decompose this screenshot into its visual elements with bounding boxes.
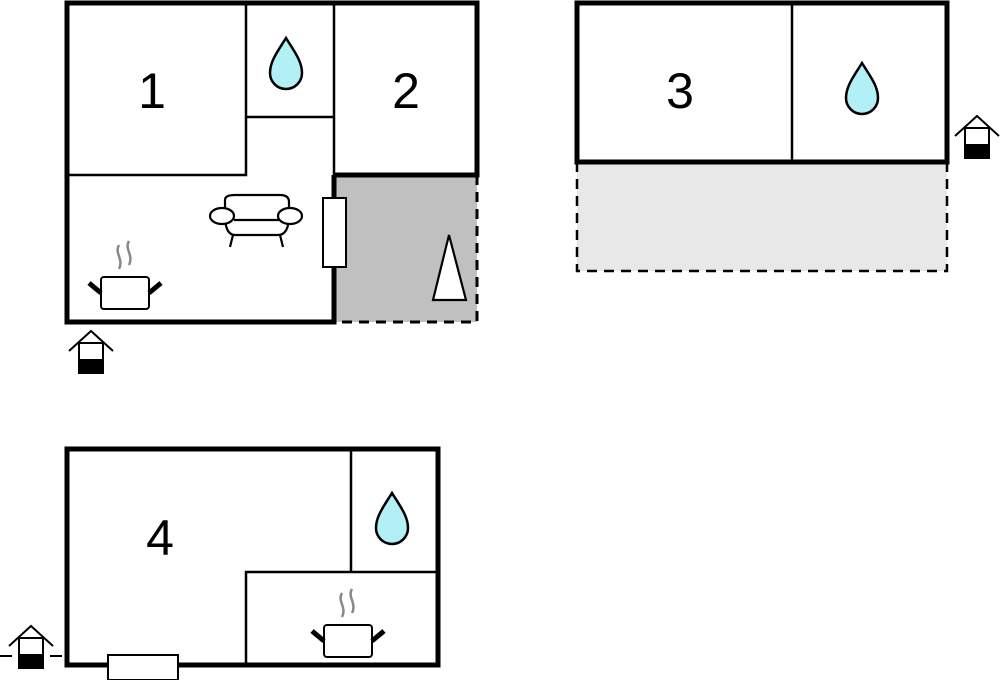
door-icon: [322, 197, 347, 268]
unit-b: 3: [574, 0, 1000, 273]
entrance-house-icon: [954, 115, 1000, 159]
door-icon: [107, 654, 179, 680]
tent-icon: [431, 234, 468, 302]
cooking-pot-icon: [89, 241, 161, 309]
water-drop-icon: [268, 36, 304, 91]
room-label-4: 4: [146, 510, 174, 566]
entrance-house-icon: [8, 625, 54, 669]
sofa-icon: [208, 193, 304, 248]
unit-c: 4: [0, 446, 441, 680]
terrace: [577, 162, 947, 271]
water-drop-icon: [374, 491, 410, 546]
unit-a: 1 2: [64, 0, 480, 374]
room-label-3: 3: [666, 63, 694, 119]
water-drop-icon: [844, 61, 880, 116]
entrance-house-icon: [68, 330, 114, 374]
cooking-pot-icon: [312, 589, 384, 657]
room-label-2: 2: [392, 63, 420, 119]
room-label-1: 1: [138, 63, 166, 119]
